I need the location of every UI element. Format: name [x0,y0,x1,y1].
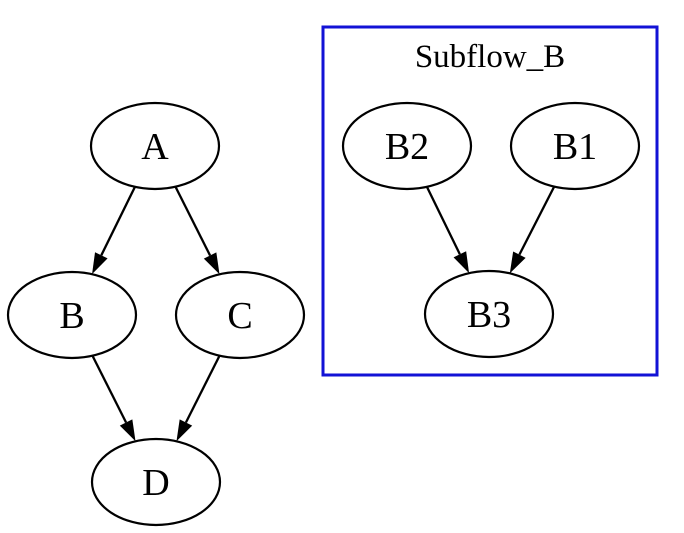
edge-B1-B3 [518,186,556,256]
node-B3-label: B3 [467,294,511,336]
arrowhead-B-D [119,419,136,442]
node-C-shape [174,270,306,360]
node-B-label: B [59,295,84,337]
node-B-shape [6,270,138,360]
node-B1-label: B1 [553,126,597,168]
subflow-b-cluster-box [321,25,659,377]
edge-A-C [174,186,212,257]
node-B3-shape [423,269,555,359]
node-B1-shape [509,101,641,191]
edge-A-B [100,186,136,256]
edge-B-D [91,355,128,424]
node-A-label: A [141,126,169,168]
node-B2-shape [341,101,473,191]
node-C-label: C [227,295,252,337]
node-B2-label: B2 [385,126,429,168]
edge-C-D [184,355,221,424]
edge-B2-B3 [425,186,461,255]
arrowhead-B1-B3 [509,251,526,274]
arrowhead-A-C [203,252,220,275]
arrowhead-B2-B3 [453,251,470,274]
subflow-b-cluster-title: Subflow_B [415,39,565,75]
node-D-shape [90,437,222,527]
arrowhead-C-D [176,419,193,442]
node-A-shape [89,101,221,191]
arrowhead-A-B [92,252,108,275]
node-D-label: D [142,462,169,504]
